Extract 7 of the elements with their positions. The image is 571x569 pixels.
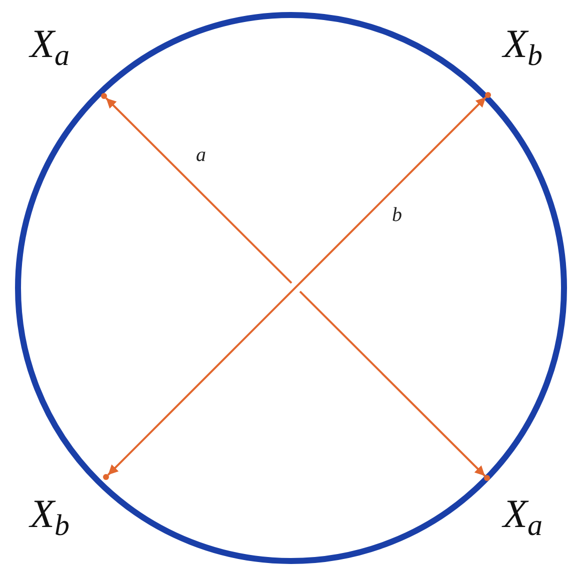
point-label: X$_{a}$ (503, 494, 542, 534)
endpoint (103, 474, 109, 480)
endpoint (485, 92, 491, 98)
endpoint (101, 93, 107, 99)
point-label: X$_{b}$ (503, 24, 542, 64)
point-label: X$_{a}$ (30, 24, 70, 64)
point-label: X$_{b}$ (30, 494, 70, 534)
